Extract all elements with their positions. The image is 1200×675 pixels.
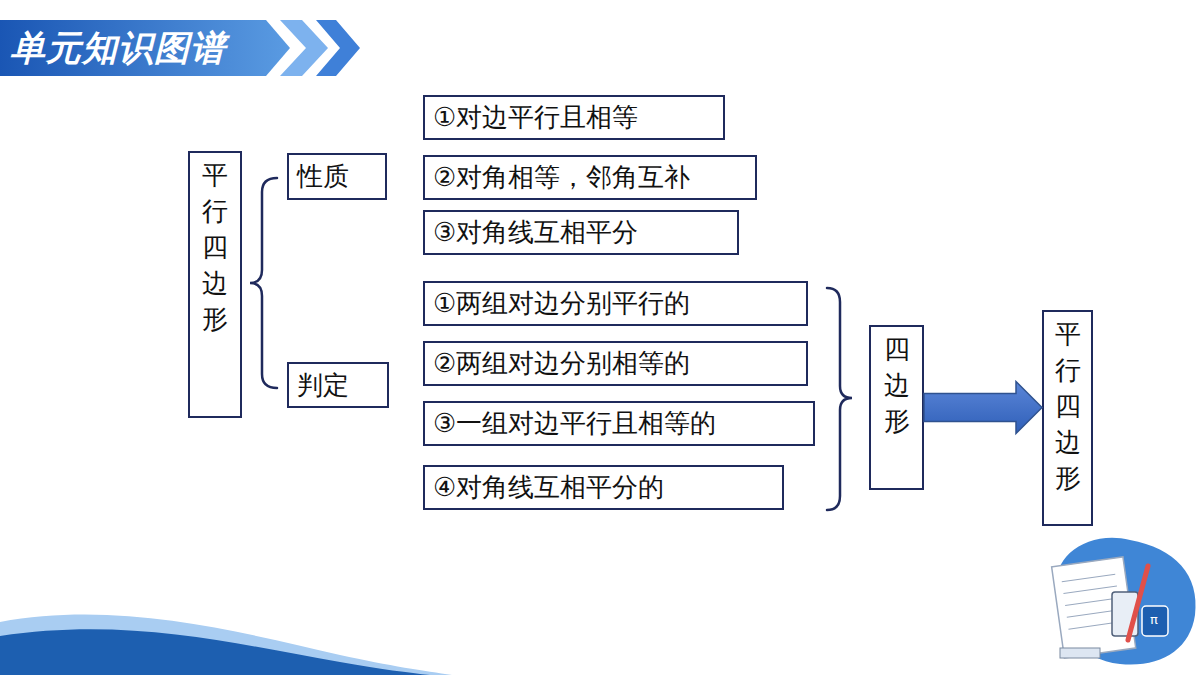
node-text: ③对角线互相平分 — [433, 215, 638, 250]
bottom-wave — [0, 615, 452, 675]
brackets — [250, 178, 852, 510]
corner-illustration — [1052, 538, 1196, 665]
vertical-box: 四边形 — [869, 325, 924, 490]
node-text: ②对角相等，邻角互补 — [433, 160, 690, 195]
text-box: ②两组对边分别相等的 — [423, 341, 808, 386]
banner-chevron — [316, 20, 360, 76]
text-box: ④对角线互相平分的 — [423, 465, 784, 510]
node-text: 性质 — [297, 159, 349, 194]
node-text: 平行四边形 — [201, 157, 230, 337]
node-text: ①对边平行且相等 — [433, 100, 638, 135]
node-text: ②两组对边分别相等的 — [433, 346, 690, 381]
calculator — [1060, 648, 1100, 658]
title-banner — [0, 20, 360, 76]
right-brace — [827, 288, 852, 510]
page-title: 单元知识图谱 — [10, 22, 226, 74]
banner-band — [0, 20, 290, 76]
cup-symbol: π — [1150, 612, 1158, 627]
node-text: ①两组对边分别平行的 — [433, 286, 690, 321]
vertical-box: 平行四边形 — [188, 151, 242, 418]
text-box: 性质 — [287, 153, 387, 200]
text-box: ①两组对边分别平行的 — [423, 281, 808, 326]
text-box: 判定 — [287, 362, 389, 408]
wave-dark — [0, 629, 430, 675]
text-box: ③一组对边平行且相等的 — [423, 401, 815, 446]
node-text: ③一组对边平行且相等的 — [433, 406, 716, 441]
text-box: ③对角线互相平分 — [423, 210, 739, 255]
cup — [1142, 606, 1168, 636]
vertical-box: 平行四边形 — [1042, 310, 1093, 526]
text-box: ②对角相等，邻角互补 — [423, 155, 757, 200]
node-text: 四边形 — [882, 331, 911, 439]
wave-light — [0, 615, 452, 675]
node-text: 平行四边形 — [1053, 316, 1082, 496]
node-text: 判定 — [297, 368, 349, 403]
node-text: ④对角线互相平分的 — [433, 470, 664, 505]
text-box: ①对边平行且相等 — [423, 95, 725, 140]
left-brace — [250, 178, 277, 388]
banner-chevron — [280, 20, 328, 76]
block-arrow — [924, 382, 1042, 434]
